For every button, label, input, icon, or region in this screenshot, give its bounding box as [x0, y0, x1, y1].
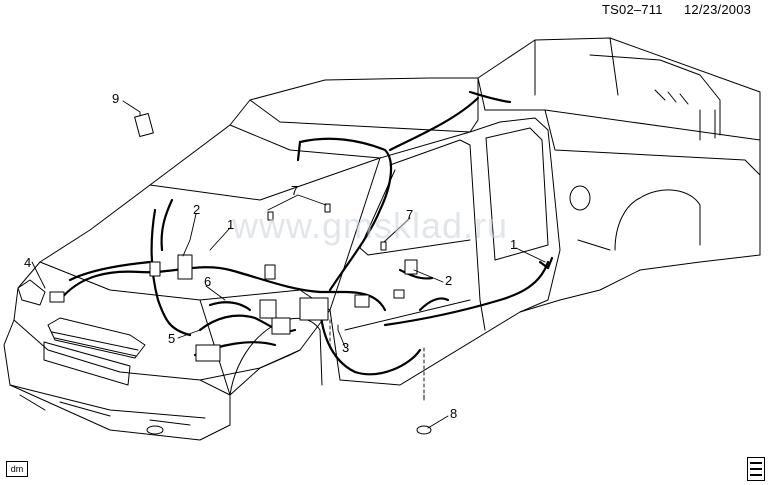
diagram-date: 12/23/2003 — [684, 2, 752, 17]
diagram-id: TS02–711 — [602, 2, 663, 17]
document-symbol-icon — [747, 457, 765, 481]
callout-4: 4 — [24, 255, 32, 270]
corner-tag: dm — [6, 461, 28, 477]
callout-1-left: 1 — [227, 217, 235, 232]
callout-7-right: 7 — [406, 207, 414, 222]
callout-8: 8 — [450, 406, 458, 421]
watermark: www.gmsklad.ru — [232, 205, 509, 246]
callout-7-left: 7 — [291, 183, 299, 198]
callout-1-right: 1 — [510, 237, 518, 252]
wiring-harness — [58, 90, 554, 376]
leader-lines — [31, 100, 546, 429]
callout-9: 9 — [112, 91, 120, 106]
truck-cab — [229, 77, 561, 386]
harness-components — [49, 113, 432, 435]
callout-5: 5 — [168, 331, 176, 346]
truck-bed — [477, 37, 761, 313]
callout-6: 6 — [204, 274, 212, 289]
callout-2-right: 2 — [445, 273, 453, 288]
truck-front — [3, 124, 381, 441]
callout-2-left: 2 — [193, 202, 201, 217]
callout-3: 3 — [342, 340, 350, 355]
